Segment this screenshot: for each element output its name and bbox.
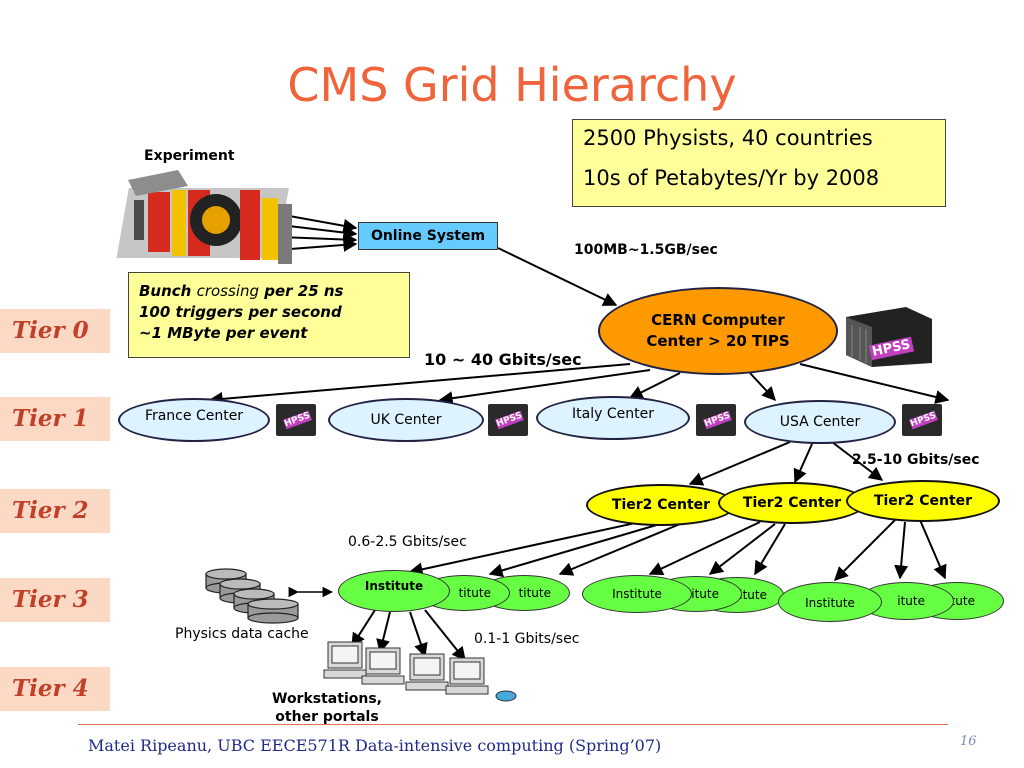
hpss-storage-main: HPSS [846,305,932,367]
cern-line-2: Center > 20 TIPS [646,332,790,350]
tier-3-label: Tier 3 [0,578,110,622]
tier-4-label: Tier 4 [0,667,110,711]
info-box: 2500 Physists, 40 countries 10s of Petab… [572,119,946,207]
tier0-tier1-rate: 10 ~ 40 Gbits/sec [424,350,582,369]
tier-1-label: Tier 1 [0,397,110,441]
hpss-icon-italy: HPSS [696,404,736,436]
tier1-tier2-rate: 2.5-10 Gbits/sec [852,452,980,468]
workstations-line-2: other portals [275,709,379,725]
footer-divider [78,724,948,725]
tier2-center-1: Tier2 Center [586,484,736,526]
info-line-1: 2500 Physists, 40 countries [583,126,873,150]
cern-line-1: CERN Computer [651,311,785,329]
institute-2a: Institute [582,575,692,613]
usa-center: USA Center [744,400,896,444]
hpss-icon-france: HPSS [276,404,316,436]
physics-data-cache-label: Physics data cache [175,626,309,642]
bunch-crossing-box: Bunch crossing per 25 ns 100 triggers pe… [128,272,410,358]
page-number: 16 [960,734,977,749]
bunch-line-2: 100 triggers per second [139,303,342,321]
workstations-line-1: Workstations, [272,691,382,707]
bunch-line-3: ~1 MByte per event [139,324,308,342]
page-title: CMS Grid Hierarchy [287,58,737,112]
hpss-icon-uk: HPSS [488,404,528,436]
tier-2-label: Tier 2 [0,489,110,533]
tier2-tier3-rate: 0.6-2.5 Gbits/sec [348,534,467,550]
crossing-word: crossing [196,282,260,300]
tier2-center-3: Tier2 Center [846,480,1000,522]
uk-center: UK Center [328,398,484,442]
institute-3b: itute [858,582,954,620]
info-line-2: 10s of Petabytes/Yr by 2008 [583,166,880,190]
online-system-box: Online System [358,222,498,250]
online-to-cern-rate: 100MB~1.5GB/sec [574,242,718,258]
institute-1a: Institute [338,570,450,612]
tier3-tier4-rate: 0.1-1 Gbits/sec [474,631,580,647]
footer-text: Matei Ripeanu, UBC EECE571R Data-intensi… [88,736,662,755]
france-center: France Center [118,398,270,442]
hpss-icon-usa: HPSS [902,404,942,436]
italy-center: Italy Center [536,396,690,440]
per-ns: per 25 ns [259,282,344,300]
tier-0-label: Tier 0 [0,309,110,353]
experiment-label: Experiment [144,148,235,164]
workstations-label: Workstations, other portals [272,690,382,726]
bunch-word: Bunch [139,282,197,300]
tier2-center-2: Tier2 Center [718,482,866,524]
institute-3a: Institute [778,582,882,622]
